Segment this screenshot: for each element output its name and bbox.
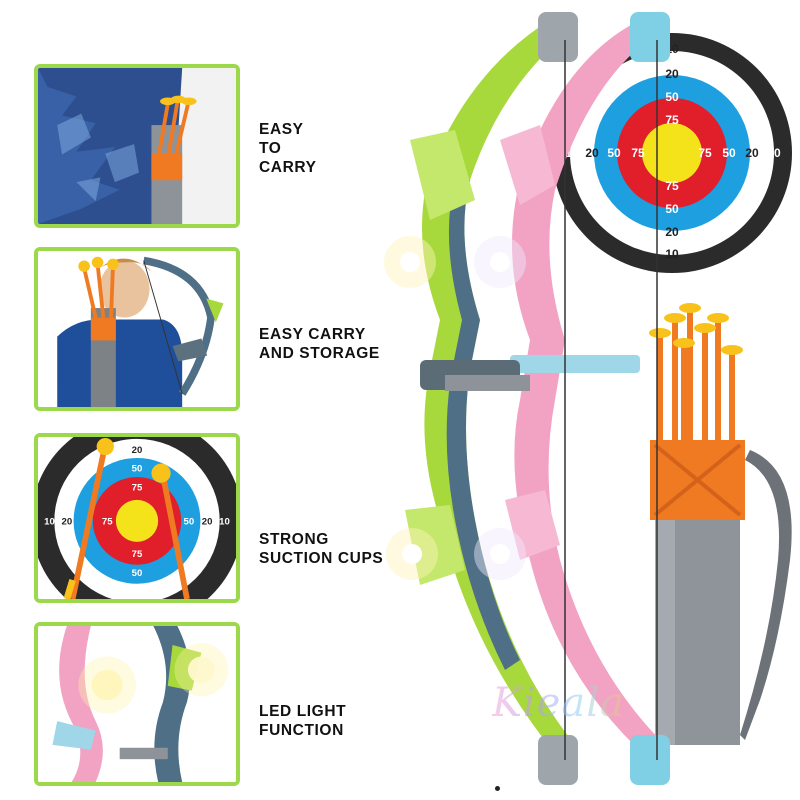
svg-text:20: 20 <box>202 517 213 528</box>
svg-text:20: 20 <box>61 517 72 528</box>
target-score-75: 75 <box>665 113 679 127</box>
target-score-50: 50 <box>722 146 736 160</box>
led-glow <box>384 236 526 580</box>
svg-text:75: 75 <box>102 517 113 528</box>
svg-text:75: 75 <box>132 549 143 560</box>
target-score-75: 75 <box>631 146 645 160</box>
svg-text:50: 50 <box>184 517 195 528</box>
arrow-quiver <box>649 303 792 745</box>
feature-label-led-light: LED LIGHT FUNCTION <box>259 703 347 739</box>
target-score-75: 75 <box>665 179 679 193</box>
target-score-75: 75 <box>698 146 712 160</box>
feature-image-carry-storage <box>34 247 240 411</box>
svg-text:10: 10 <box>219 517 230 528</box>
target-score-20: 20 <box>745 146 759 160</box>
feature-label-easy-carry-storage: EASY CARRY AND STORAGE <box>259 326 380 362</box>
target-score-20: 20 <box>585 146 599 160</box>
target-score-20: 20 <box>665 67 679 81</box>
green-bow <box>405 12 578 785</box>
target-score-10: 10 <box>665 247 679 261</box>
target-score-50: 50 <box>665 202 679 216</box>
svg-text:10: 10 <box>44 517 55 528</box>
target-score-20: 20 <box>665 225 679 239</box>
feature-image-suction-cups: 20 50 75 10 20 75 50 20 10 75 50 <box>34 433 240 603</box>
svg-text:50: 50 <box>132 463 143 474</box>
feature-label-suction-cups: STRONG SUCTION CUPS <box>259 531 384 567</box>
svg-text:75: 75 <box>132 482 143 493</box>
feature-image-led-light <box>34 622 240 786</box>
target-score-50: 50 <box>665 90 679 104</box>
svg-text:50: 50 <box>132 568 143 579</box>
feature-label-easy-to-carry: EASY TO CARRY <box>259 121 317 176</box>
decorative-dot <box>495 786 500 791</box>
brand-watermark: Kieala <box>492 680 625 726</box>
target-score-50: 50 <box>607 146 621 160</box>
product-illustration: 10 20 50 75 10 20 50 75 75 50 20 10 75 5… <box>384 12 792 785</box>
target-board: 10 20 50 75 10 20 50 75 75 50 20 10 75 5… <box>552 33 792 273</box>
target-score-10: 10 <box>767 146 781 160</box>
feature-image-easy-to-carry <box>34 64 240 228</box>
pink-bow <box>500 12 670 785</box>
svg-text:20: 20 <box>132 445 143 456</box>
